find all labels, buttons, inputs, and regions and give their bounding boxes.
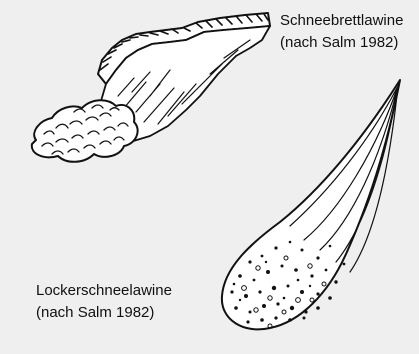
loose-snow-avalanche-label: Lockerschneelawine (nach Salm 1982): [36, 280, 172, 324]
slab-avalanche-name: Schneebrettlawine: [280, 10, 403, 32]
loose-snow-avalanche-source: (nach Salm 1982): [36, 302, 172, 324]
slab-avalanche-drawing: [32, 13, 270, 162]
slab-avalanche-label: Schneebrettlawine (nach Salm 1982): [280, 10, 403, 54]
loose-snow-outline: [222, 80, 400, 329]
loose-snow-avalanche-name: Lockerschneelawine: [36, 280, 172, 302]
slab-avalanche-source: (nach Salm 1982): [280, 32, 403, 54]
loose-snow-avalanche-drawing: [222, 80, 400, 329]
